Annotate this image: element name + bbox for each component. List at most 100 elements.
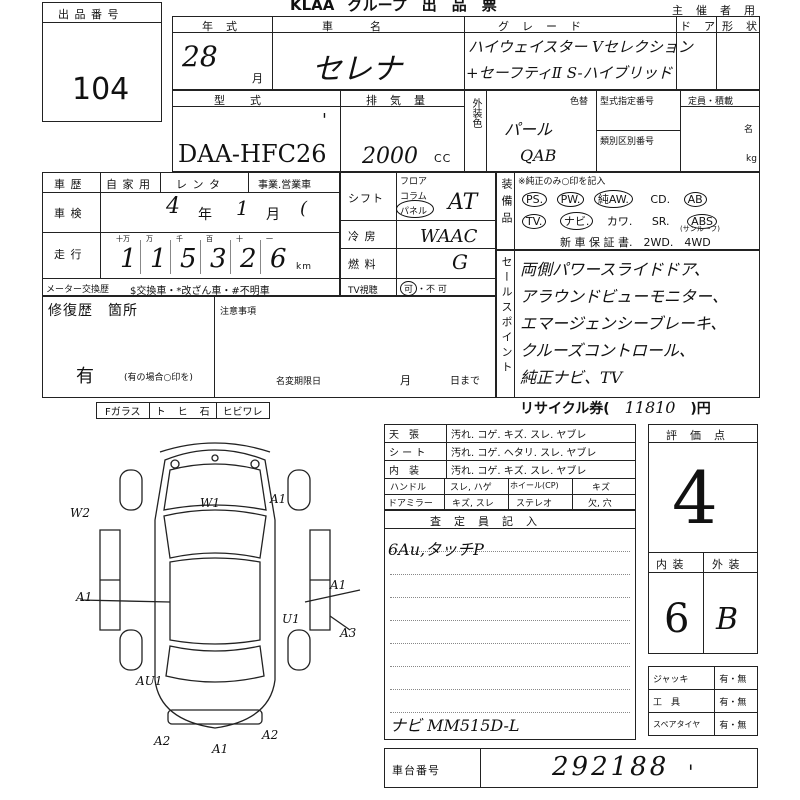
recycle-value: 11810 [624, 398, 676, 417]
sales-point-item: クルーズコントロール、 [520, 341, 695, 360]
capacity-kg-unit: kg [746, 154, 757, 164]
mileage-digit: 3 [210, 244, 227, 274]
model-label: 型 式 [214, 94, 262, 107]
recycle-label: リサイクル券( [520, 401, 610, 417]
fuel-label: 燃 料 [348, 258, 377, 271]
mileage-digit-label: 十 [236, 235, 243, 243]
front-right-wheel [287, 469, 311, 511]
name-change-month: 月 [400, 374, 412, 387]
jack-value: 有・無 [714, 666, 758, 690]
front-bumper [159, 442, 271, 453]
mileage-digit: 5 [180, 244, 197, 274]
organizer-label: 主 催 者 用 [672, 4, 756, 17]
grade-label: 評 価 点 [666, 429, 726, 442]
displacement-label: 排 気 量 [366, 94, 426, 107]
equipment-box [496, 172, 760, 250]
history-business: 事業.営業車 [258, 180, 312, 191]
lot-box [42, 2, 162, 122]
year-value: 28 [182, 40, 218, 73]
damage-mark: A1 [76, 590, 93, 604]
glass-strip: Fガラス ト ヒ 石 ヒビワレ [96, 402, 270, 419]
sales-point-item: エマージェンシーブレーキ、 [520, 314, 727, 333]
handle-label: ハンドル [390, 483, 427, 493]
inspector-box [384, 510, 636, 740]
inspection-month-unit: 月 [266, 207, 281, 223]
tool-value: 有・無 [714, 689, 758, 713]
car-name-label: 車 名 [322, 20, 382, 33]
mileage-digit-label: 百 [206, 235, 213, 243]
right-side-panel [309, 529, 331, 631]
exterior-grade: B [716, 602, 739, 637]
glass-front: Fガラス [97, 403, 150, 418]
car-roof [169, 557, 261, 645]
jack-label: ジャッキ [647, 666, 716, 690]
brand-logo: KLAA [290, 0, 335, 14]
grade-line2: +セーフティⅡ S-ハイブリッド [466, 64, 673, 82]
damage-mark: A2 [262, 728, 279, 742]
repair-box [42, 296, 496, 398]
car-name-value: セレナ [312, 52, 402, 87]
damage-mark: A3 [340, 626, 357, 640]
name-change-label: 名変期限日 [276, 377, 322, 387]
glass-to: ト [155, 407, 166, 418]
row1-box [172, 16, 760, 90]
condition-row-options: 汚れ. コゲ. ヘタリ. スレ. ヤブレ [446, 442, 636, 461]
equip-abs: ABS [687, 214, 717, 229]
color-number: QAB [520, 146, 557, 165]
ac-label: 冷 房 [348, 230, 377, 243]
mirror-label: ドアミラー [388, 499, 433, 509]
equip-ab: AB [683, 192, 707, 207]
equip-leather: カワ. [606, 215, 633, 228]
shape-label: 形 状 [722, 20, 758, 33]
mileage-digit: 1 [150, 244, 167, 274]
inspection-label: 車 検 [54, 207, 83, 220]
sales-point-item: 純正ナビ、TV [520, 368, 623, 387]
tv-no: ・不 可 [417, 285, 447, 295]
grade-label: グ レ ー ド [498, 20, 582, 33]
mileage-km: km [296, 262, 312, 272]
tv-yes: 可 [400, 281, 418, 296]
condition-row-label: 内 装 [384, 460, 447, 479]
tv-label: TV視聴 [348, 286, 378, 296]
damage-mark: W1 [200, 496, 220, 510]
history-label: 車 歴 [54, 178, 83, 191]
capacity-label: 定員・積載 [688, 97, 734, 107]
color-change-label: 色替 [570, 97, 589, 107]
wheel-opts: キズ [592, 483, 611, 493]
lot-label: 出 品 番 号 [58, 8, 120, 21]
damage-mark: A2 [154, 734, 171, 748]
glass-hi: ヒ [177, 407, 188, 418]
door-label: ド ア [680, 20, 716, 33]
repair-note: (有の場合○印を) [124, 373, 193, 383]
rear-left-wheel [119, 629, 143, 671]
fuel-value: G [452, 250, 468, 274]
sales-points-label: セールスポイント [500, 256, 513, 376]
condition-row-options: 汚れ. コゲ. キズ. スレ. ヤブレ [446, 460, 636, 479]
chassis-label: 車台番号 [392, 764, 440, 777]
rear-bumper [167, 709, 263, 725]
sunroof-sub: (サンルーフ) [680, 225, 721, 233]
repair-label: 修復歴 箇所 [48, 303, 138, 319]
inspection-year: 4 [166, 194, 180, 219]
history-rental: レ ン タ [176, 178, 221, 191]
equip-ps: PS. [522, 192, 548, 207]
damage-mark: U1 [282, 612, 300, 626]
shift-panel-circle [396, 200, 434, 218]
row2-box [172, 90, 760, 172]
equip-navi: ナビ. [559, 212, 594, 230]
inspector-note-2: ナビ MM515D-L [390, 716, 520, 735]
history-box [42, 172, 340, 296]
sales-point-item: 両側パワースライドドア、 [520, 260, 710, 279]
color-value: パール [504, 120, 553, 139]
equipment-note: ※純正のみ○印を記入 [518, 177, 606, 187]
spare-label: スペアタイヤ [647, 712, 716, 736]
equipment-line3: 新 車 保 証 書. 2WD. 4WD [560, 236, 711, 249]
glass-crack: ヒビワレ [222, 407, 263, 418]
front-left-wheel [119, 469, 143, 511]
sales-points-box [496, 250, 760, 398]
chassis-mark: ' [688, 760, 694, 784]
equip-cd: CD. [650, 193, 671, 206]
mileage-digit: 6 [270, 244, 287, 274]
wheel-label: ホイール(CP) [510, 481, 559, 490]
meter-exchange-options: $交換車・*改ざん車・#不明車 [130, 286, 270, 297]
